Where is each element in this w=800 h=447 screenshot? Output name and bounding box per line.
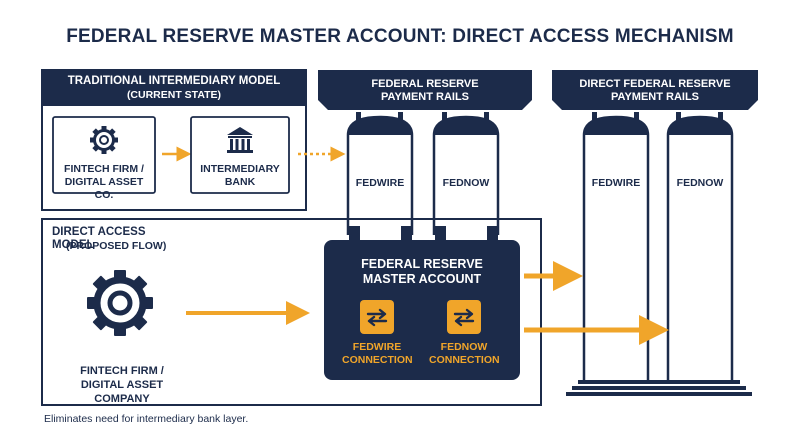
fednow-connection-label: FEDNOW CONNECTION bbox=[429, 341, 500, 366]
fedwire-pillar bbox=[346, 112, 414, 235]
traditional-model-heading: TRADITIONAL INTERMEDIARY MODEL bbox=[67, 75, 281, 87]
bank-icon bbox=[227, 127, 253, 153]
direct-model-subheading: (PROPOSED FLOW) bbox=[66, 240, 167, 252]
traditional-fintech-box bbox=[52, 116, 156, 194]
intermediary-bank-box bbox=[190, 116, 290, 194]
gear-icon bbox=[90, 126, 118, 154]
fednow-pillar-label: FEDNOW bbox=[442, 177, 490, 189]
direct-fednow-pillar bbox=[666, 112, 734, 380]
gear-icon bbox=[87, 270, 153, 336]
fedwire-connection-label: FEDWIRE CONNECTION bbox=[342, 341, 413, 366]
traditional-fintech-label: FINTECH FIRM / DIGITAL ASSET CO. bbox=[64, 163, 144, 201]
payment-rails-header bbox=[318, 70, 532, 110]
fednow-link-bar bbox=[487, 226, 498, 242]
fedwire-pillar-label: FEDWIRE bbox=[355, 177, 405, 189]
fednow-pillar bbox=[432, 112, 500, 235]
fedwire-link-bar bbox=[401, 226, 412, 242]
direct-fintech-label: FINTECH FIRM / DIGITAL ASSET COMPANY bbox=[80, 365, 164, 405]
direct-fednow-label: FEDNOW bbox=[676, 177, 724, 189]
traditional-model-subheading: (CURRENT STATE) bbox=[126, 89, 222, 101]
master-account-box bbox=[324, 240, 520, 380]
direct-fedwire-pillar bbox=[582, 112, 650, 380]
intermediary-bank-label: INTERMEDIARY BANK bbox=[200, 163, 280, 188]
transfer-icon bbox=[360, 300, 394, 334]
direct-rails-base bbox=[566, 380, 752, 396]
direct-model-panel bbox=[41, 218, 542, 406]
direct-fedwire-label: FEDWIRE bbox=[591, 177, 641, 189]
transfer-icon bbox=[447, 300, 481, 334]
direct-model-heading: DIRECT ACCESS MODEL bbox=[52, 226, 146, 251]
page-title: FEDERAL RESERVE MASTER ACCOUNT: DIRECT A… bbox=[66, 26, 734, 47]
fedwire-link-bar bbox=[349, 226, 360, 242]
fednow-link-bar bbox=[435, 226, 446, 242]
direct-rails-title: DIRECT FEDERAL RESERVE PAYMENT RAILS bbox=[579, 78, 731, 103]
footnote: Eliminates need for intermediary bank la… bbox=[44, 413, 249, 425]
payment-rails-title: FEDERAL RESERVE PAYMENT RAILS bbox=[371, 78, 479, 103]
direct-rails-header bbox=[552, 70, 758, 110]
master-account-title: FEDERAL RESERVE MASTER ACCOUNT bbox=[361, 257, 483, 286]
